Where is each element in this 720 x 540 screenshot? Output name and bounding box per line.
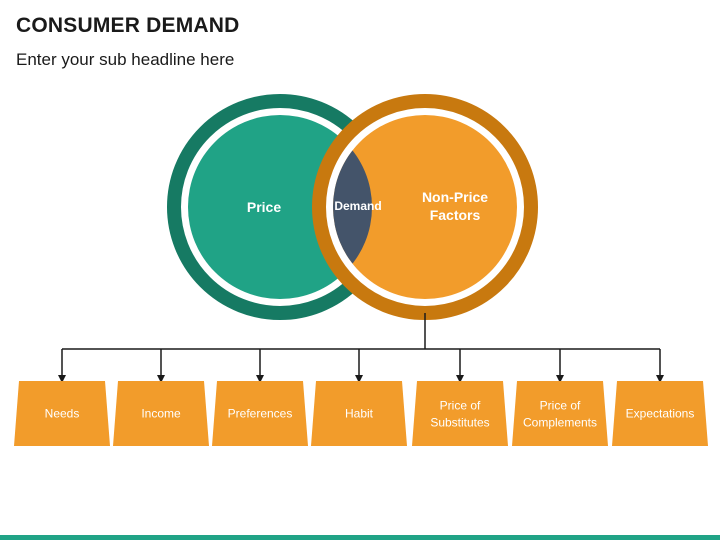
- non-price-label-line1: Non-Price: [422, 189, 488, 205]
- factor-label: Complements: [523, 416, 597, 430]
- factor-box: [512, 381, 608, 446]
- factor-box: [212, 381, 308, 446]
- page-subtitle: Enter your sub headline here: [16, 50, 235, 69]
- factor-box: [412, 381, 508, 446]
- factor-label: Expectations: [626, 407, 695, 421]
- factor-box: [311, 381, 407, 446]
- non-price-circle: [333, 115, 517, 299]
- factor-label: Preferences: [228, 407, 293, 421]
- factor-label: Price of: [440, 399, 481, 413]
- factor-label: Habit: [345, 407, 374, 421]
- factor-boxes: Needs Income Preferences Habit Price of Subst…: [14, 349, 708, 446]
- factor-box: [14, 381, 110, 446]
- factor-label: Price of: [540, 399, 581, 413]
- demand-label: Demand: [334, 199, 381, 213]
- non-price-label-line2: Factors: [430, 207, 481, 223]
- factor-box: [113, 381, 209, 446]
- page-title: CONSUMER DEMAND: [16, 14, 240, 37]
- factor-box: [612, 381, 708, 446]
- factor-label: Substitutes: [430, 416, 489, 430]
- factor-label: Income: [141, 407, 181, 421]
- price-label: Price: [247, 199, 281, 215]
- factor-label: Needs: [45, 407, 80, 421]
- accent-bar: [0, 535, 720, 540]
